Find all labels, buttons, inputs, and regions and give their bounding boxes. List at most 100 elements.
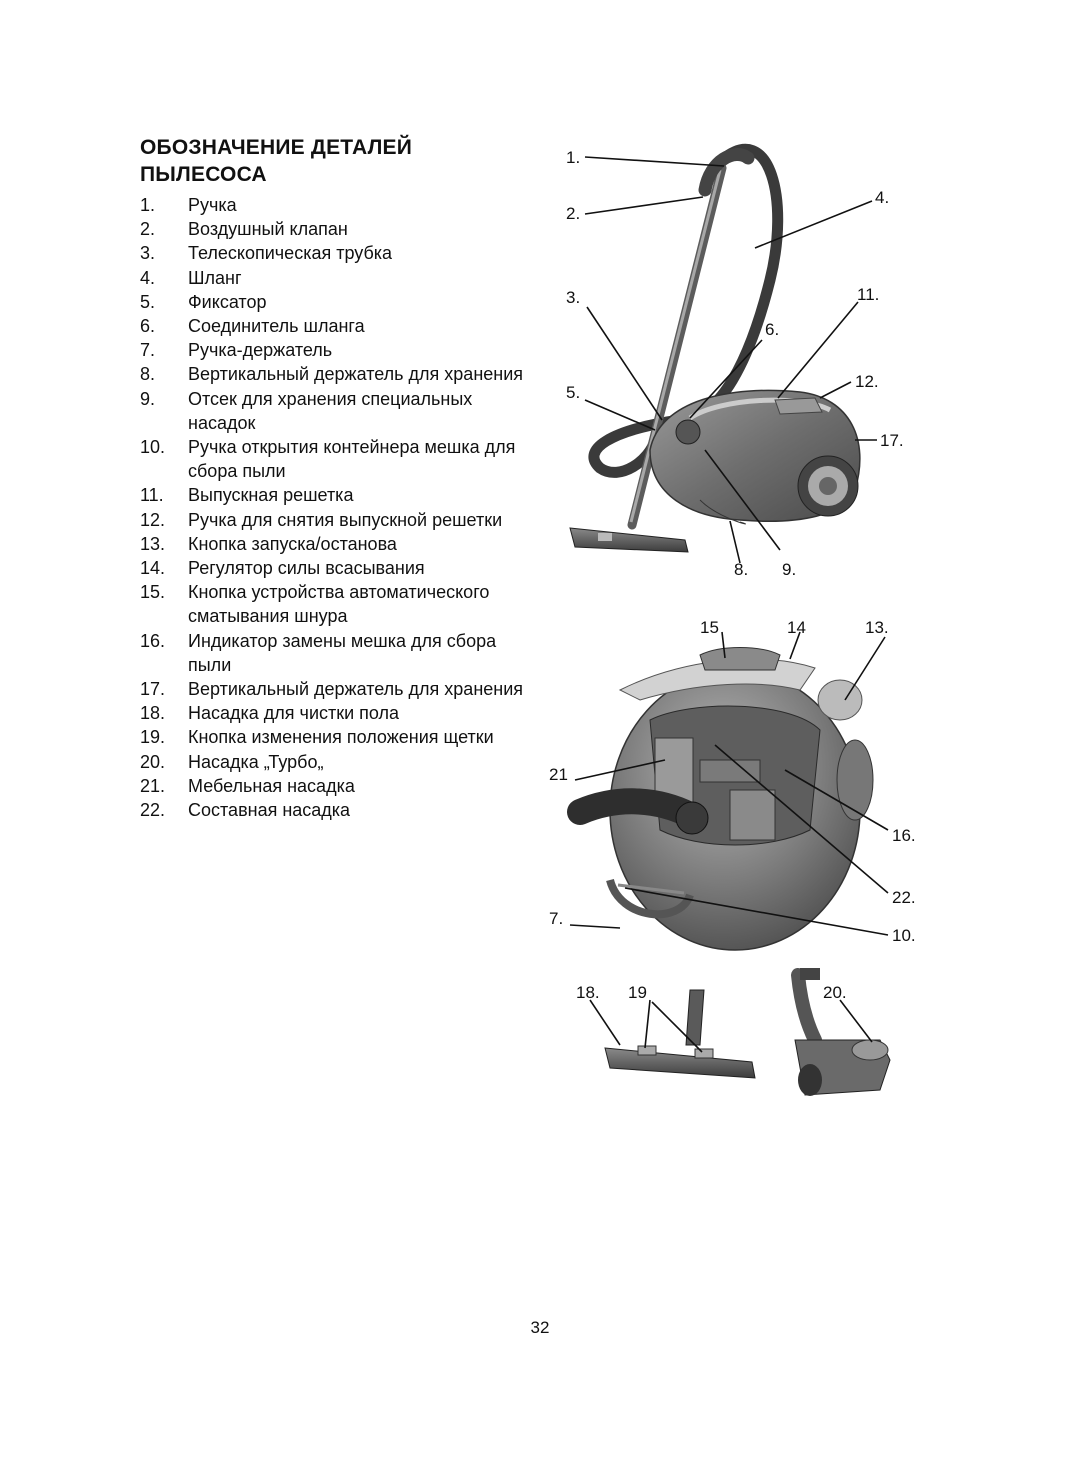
- list-item: 6. Соединитель шланга: [140, 314, 540, 338]
- parts-list: 1. Ручка 2. Воздушный клапан 3. Телескопиче…: [140, 193, 540, 822]
- vacuum-side-view: [569, 143, 861, 553]
- list-item: 8. Вертикальный держатель для хранения: [140, 362, 540, 386]
- item-text: Кнопка запуска/останова: [188, 533, 397, 554]
- item-number: 13.: [140, 533, 166, 554]
- item-number: 10.: [140, 437, 166, 458]
- callout-11: 11.: [857, 285, 879, 304]
- page-number: 32: [530, 1318, 550, 1337]
- list-item: 16. Индикатор замены мешка для сбора пыли: [140, 629, 540, 677]
- item-number: 7.: [140, 340, 156, 361]
- item-number: 5.: [140, 291, 156, 312]
- callout-9: 9.: [782, 560, 796, 579]
- list-item: 20. Насадка „Турбо„: [140, 750, 540, 774]
- vacuum-top-view: [567, 647, 874, 951]
- title-line-2: ПЫЛЕСОСА: [140, 163, 267, 186]
- item-text: Соединитель шланга: [188, 316, 365, 337]
- callout-14: 14: [787, 618, 806, 637]
- callout-19: 19: [628, 983, 647, 1002]
- callout-2: 2.: [566, 204, 580, 223]
- item-text: Ручка открытия контейнера мешка для сбор…: [188, 437, 516, 482]
- callout-1: 1.: [566, 148, 580, 167]
- item-text: Фиксатор: [188, 291, 267, 312]
- item-text: Вертикальный держатель для хранения: [188, 364, 524, 385]
- leader-lines: [569, 156, 889, 1053]
- item-number: 4.: [140, 267, 156, 288]
- list-item: 14. Регулятор силы всасывания: [140, 556, 540, 580]
- callout-4: 4.: [875, 188, 889, 207]
- callout-12: 12.: [855, 372, 879, 391]
- list-item: 11. Выпускная решетка: [140, 483, 540, 507]
- callout-6: 6.: [765, 320, 779, 339]
- list-item: 9. Отсек для хранения специальных насадок: [140, 387, 540, 435]
- item-number: 16.: [140, 630, 166, 651]
- title-line-1: ОБОЗНАЧЕНИЕ ДЕТАЛЕЙ: [140, 136, 413, 159]
- callout-18: 18.: [576, 983, 600, 1002]
- item-number: 1.: [140, 195, 156, 215]
- list-item: 12. Ручка для снятия выпускной решетки: [140, 508, 540, 532]
- item-text: Телескопическая трубка: [188, 243, 393, 264]
- callout-7: 7.: [549, 909, 563, 928]
- list-item: 21. Мебельная насадка: [140, 774, 540, 798]
- item-text: Шланг: [188, 267, 242, 288]
- list-item: 13. Кнопка запуска/останова: [140, 532, 540, 556]
- item-number: 2.: [140, 219, 156, 240]
- item-text: Ручка-держатель: [188, 340, 333, 361]
- callout-8: 8.: [734, 560, 748, 579]
- item-text: Составная насадка: [188, 800, 351, 821]
- item-text: Индикатор замены мешка для сбора пыли: [188, 630, 497, 675]
- list-item: 3. Телескопическая трубка: [140, 241, 540, 265]
- item-number: 19.: [140, 727, 166, 748]
- item-text: Насадка „Турбо„: [188, 751, 324, 772]
- item-number: 18.: [140, 703, 166, 724]
- list-item: 15. Кнопка устройства автоматического сма…: [140, 580, 540, 628]
- item-number: 8.: [140, 364, 156, 385]
- list-item: 22. Составная насадка: [140, 798, 540, 822]
- callout-22: 22.: [892, 888, 916, 907]
- callout-5: 5.: [566, 383, 580, 402]
- list-item: 18. Насадка для чистки пола: [140, 701, 540, 725]
- callout-17: 17.: [880, 431, 904, 450]
- item-text: Выпускная решетка: [188, 485, 354, 506]
- list-item: 4. Шланг: [140, 266, 540, 290]
- list-item: 2. Воздушный клапан: [140, 217, 540, 241]
- callout-10: 10.: [892, 926, 916, 945]
- item-text: Регулятор силы всасывания: [188, 558, 425, 579]
- list-item: 7. Ручка-держатель: [140, 338, 540, 362]
- item-number: 14.: [140, 558, 166, 579]
- item-number: 11.: [140, 485, 164, 506]
- list-item: 1. Ручка: [140, 193, 540, 217]
- item-text: Кнопка изменения положения щетки: [188, 727, 494, 748]
- item-number: 3.: [140, 243, 156, 264]
- item-number: 15.: [140, 582, 166, 603]
- callout-16: 16.: [892, 826, 916, 845]
- callout-labels: 1. 2. 4. 3. 11. 6. 12. 5. 17. 8. 9. 15 1…: [549, 148, 916, 1002]
- floor-nozzle-image: [604, 989, 756, 1079]
- list-item: 10. Ручка открытия контейнера мешка для с…: [140, 435, 540, 483]
- callout-15: 15: [700, 618, 719, 637]
- page-title: ОБОЗНАЧЕНИЕ ДЕТАЛЕЙ ПЫЛЕСОСА: [140, 134, 412, 188]
- item-text: Кнопка устройства автоматического сматыв…: [188, 582, 490, 627]
- item-text: Вертикальный держатель для хранения: [188, 679, 524, 700]
- item-number: 22.: [140, 800, 166, 821]
- list-item: 17. Вертикальный держатель для хранения: [140, 677, 540, 701]
- item-number: 21.: [140, 775, 166, 796]
- list-item: 5. Фиксатор: [140, 290, 540, 314]
- callout-13: 13.: [865, 618, 889, 637]
- item-text: Воздушный клапан: [188, 219, 348, 240]
- callout-3: 3.: [566, 288, 580, 307]
- item-text: Отсек для хранения специальных насадок: [188, 388, 473, 433]
- item-text: Мебельная насадка: [188, 775, 355, 796]
- item-text: Насадка для чистки пола: [188, 703, 400, 724]
- list-item: 19. Кнопка изменения положения щетки: [140, 725, 540, 749]
- item-number: 20.: [140, 751, 166, 772]
- callout-21: 21: [549, 765, 568, 784]
- item-number: 9.: [140, 388, 156, 409]
- callout-20: 20.: [823, 983, 847, 1002]
- turbo-brush-image: [791, 968, 891, 1096]
- vacuum-diagram: 1. 2. 4. 3. 11. 6. 12. 5. 17. 8. 9. 15 1…: [549, 143, 916, 1096]
- item-text: Ручка для снятия выпускной решетки: [188, 509, 503, 530]
- item-number: 17.: [140, 679, 166, 700]
- item-number: 6.: [140, 316, 156, 337]
- item-text: Ручка: [188, 195, 237, 215]
- item-number: 12.: [140, 509, 166, 530]
